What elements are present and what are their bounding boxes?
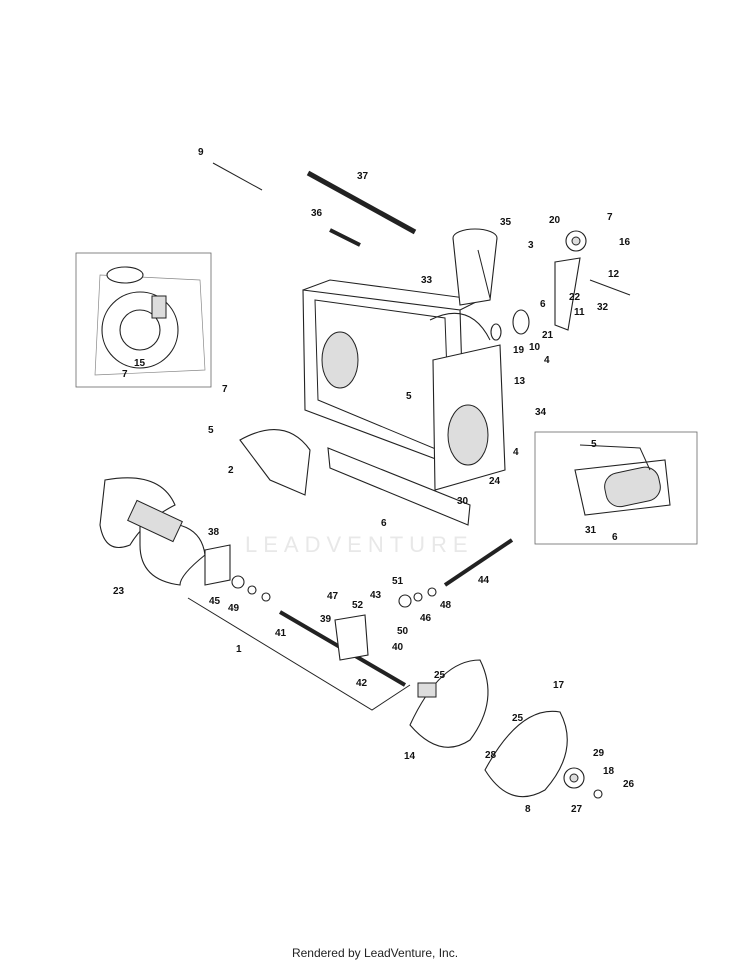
callout-17: 17 [553,680,565,691]
callout-1: 1 [236,644,242,655]
callout-11: 11 [574,307,585,318]
callout-10: 10 [529,342,541,353]
callout-36: 36 [311,208,323,219]
chute [452,228,498,306]
callout-6a: 6 [540,299,546,310]
callout-42: 42 [356,678,368,689]
callout-20: 20 [549,215,561,226]
callout-23: 23 [113,586,125,597]
callout-28: 28 [485,750,497,761]
callout-41: 41 [275,628,287,639]
callout-14: 14 [404,751,416,762]
callout-35: 35 [500,217,512,228]
callout-29: 29 [593,748,605,759]
watermark-text: LEADVENTURE [245,532,474,557]
left-auger [99,477,206,586]
callout-27: 27 [571,804,583,815]
shave-plate [327,447,471,526]
callout-26: 26 [623,779,635,790]
callout-5c: 5 [591,439,597,450]
callout-2: 2 [228,465,234,476]
footer-credit: Rendered by LeadVenture, Inc. [291,946,459,960]
auger-cover [239,429,311,496]
callout-4b: 4 [513,447,519,458]
callout-9: 9 [198,147,204,158]
callout-13: 13 [514,376,526,387]
callout-47: 47 [327,591,339,602]
callout-31: 31 [585,525,597,536]
callout-46: 46 [420,613,432,624]
callout-50: 50 [397,626,409,637]
auger-shaft [398,538,514,608]
callout-7a: 7 [607,212,613,223]
callout-48: 48 [440,600,452,611]
shafts [212,162,417,247]
callout-22: 22 [569,292,581,303]
callout-52: 52 [352,600,364,611]
callout-51: 51 [392,576,404,587]
callout-15: 15 [134,358,146,369]
callout-18: 18 [603,766,615,777]
callout-32: 32 [597,302,609,313]
callout-24: 24 [489,476,501,487]
callout-7b: 7 [222,384,228,395]
callout-16: 16 [619,237,631,248]
callout-8: 8 [525,804,531,815]
callout-21: 21 [542,330,554,341]
callout-43: 43 [370,590,382,601]
callout-30: 30 [457,496,469,507]
callout-4a: 4 [544,355,550,366]
callout-25a: 25 [434,670,446,681]
callout-12: 12 [608,269,620,280]
callout-40: 40 [392,642,404,653]
right-augers [409,659,603,799]
callout-39: 39 [320,614,332,625]
inset-detail-left [75,252,212,388]
callout-19: 19 [513,345,525,356]
callout-33: 33 [421,275,433,286]
callout-38: 38 [208,527,220,538]
drive-components [490,230,631,341]
callout-6c: 6 [612,532,618,543]
callout-49: 49 [228,603,240,614]
callout-5a: 5 [406,391,412,402]
callout-37: 37 [357,171,369,182]
callout-34: 34 [535,407,547,418]
callout-labels: 1 2 3 4 4 5 5 5 6 6 6 7 7 7 8 9 10 11 12… [113,147,635,815]
callout-45: 45 [209,596,221,607]
gearbox-assembly [187,544,411,711]
callout-6b: 6 [381,518,387,529]
callout-7c: 7 [122,369,128,380]
auger-housing [302,279,506,491]
callout-5b: 5 [208,425,214,436]
callout-3: 3 [528,240,534,251]
callout-25b: 25 [512,713,524,724]
inset-detail-right [534,431,698,545]
callout-44: 44 [478,575,490,586]
